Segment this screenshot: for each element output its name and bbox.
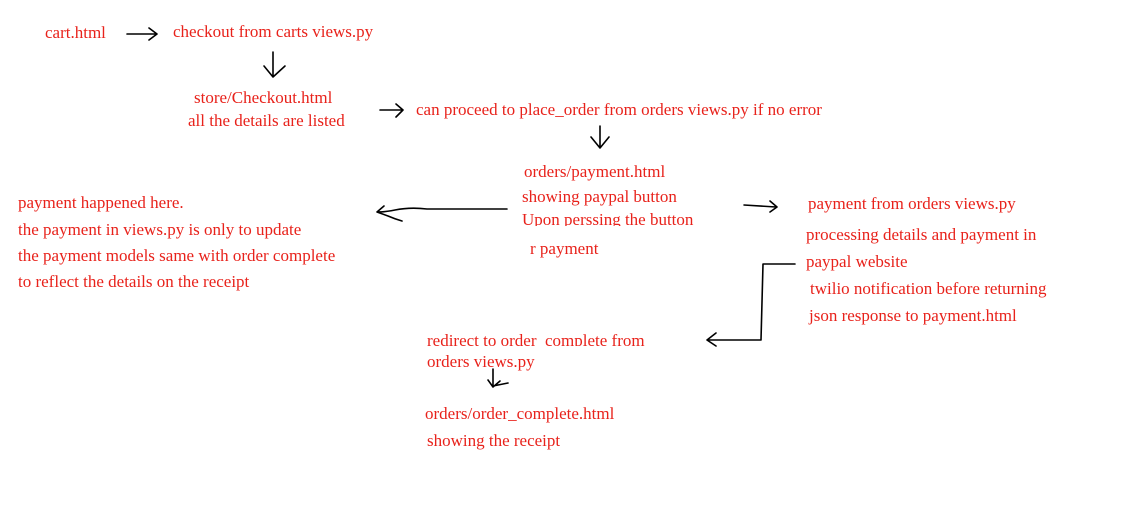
node-order-complete-line2: showing the receipt <box>427 431 561 450</box>
node-payment-view-line3: paypal website <box>806 252 908 271</box>
arrow-payment-to-note <box>376 205 508 222</box>
node-payment-note-line3: the payment models same with order compl… <box>18 246 336 265</box>
node-place-order: can proceed to place_order from orders v… <box>416 100 822 119</box>
node-redirect-line2: orders views.py <box>427 352 535 371</box>
arrow-checkout-to-store <box>263 51 286 78</box>
arrow-payment-to-view <box>743 200 778 213</box>
node-cart: cart.html <box>45 23 106 42</box>
node-orders-payment-line4: r payment <box>530 239 599 258</box>
node-orders-payment-line1: orders/payment.html <box>524 162 666 181</box>
node-order-complete-line1: orders/order_complete.html <box>425 404 615 423</box>
arrow-place-order-to-payment <box>590 125 610 149</box>
node-orders-payment-line2: showing paypal button <box>522 187 677 206</box>
arrow-cart-to-checkout <box>126 27 158 41</box>
node-payment-view-line1: payment from orders views.py <box>808 194 1016 213</box>
node-redirect-line1: redirect to order_complete from <box>427 331 645 346</box>
node-payment-note-line2: the payment in views.py is only to updat… <box>18 220 302 239</box>
node-checkout-view: checkout from carts views.py <box>173 22 374 41</box>
node-payment-view-line5: json response to payment.html <box>809 306 1017 325</box>
node-payment-view-line2: processing details and payment in <box>806 225 1037 244</box>
node-orders-payment-line3: Upon perssing the button <box>522 210 694 226</box>
node-payment-view-line4: twilio notification before returning <box>810 279 1047 298</box>
node-store-checkout-line1: store/Checkout.html <box>194 88 333 107</box>
arrow-redirect-to-order-complete <box>487 368 509 388</box>
node-store-checkout-line2: all the details are listed <box>188 111 345 130</box>
node-payment-note-line1: payment happened here. <box>18 193 184 212</box>
node-payment-note-line4: to reflect the details on the receipt <box>18 272 250 291</box>
arrow-store-to-place-order <box>379 103 404 118</box>
arrow-view-to-redirect <box>706 263 796 347</box>
